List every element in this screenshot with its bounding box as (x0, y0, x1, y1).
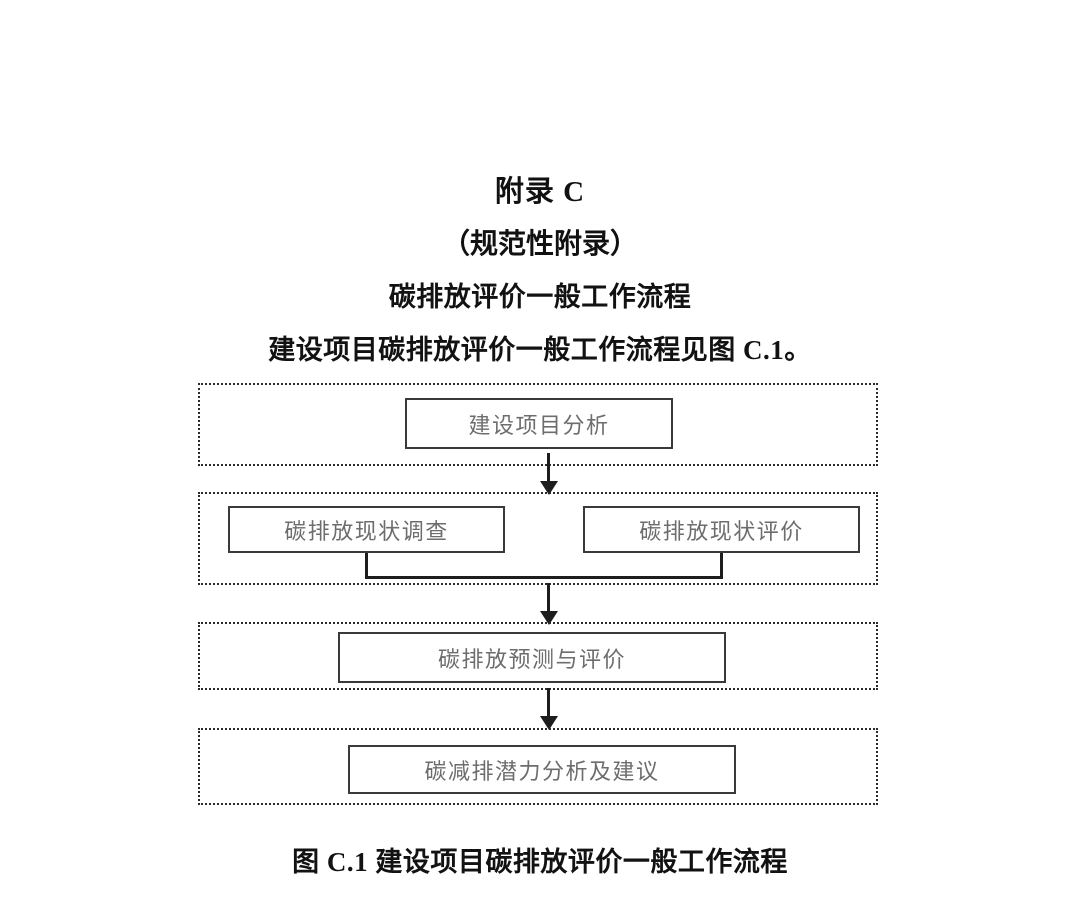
bracket-left-stem (365, 553, 368, 579)
flow-stage-4 (198, 728, 878, 805)
flow-node-emission-status-survey[interactable]: 碳排放现状调查 (228, 506, 505, 553)
appendix-subject-heading: 碳排放评价一般工作流程 (388, 282, 692, 312)
flowchart: 建设项目分析 碳排放现状调查 碳排放现状评价 碳排放预测与评价 碳减排潜力分析及… (198, 383, 878, 805)
flow-node-reduction-potential-suggestions[interactable]: 碳减排潜力分析及建议 (348, 745, 736, 794)
arrow-stage1-to-stage2-head (540, 481, 558, 495)
flow-node-project-analysis[interactable]: 建设项目分析 (405, 398, 673, 449)
bracket-horizontal-bar (365, 576, 723, 579)
appendix-kind-label: （规范性附录） (441, 229, 638, 260)
arrow-stage1-to-stage2-shaft (547, 453, 550, 483)
appendix-title: 附录 C (494, 176, 586, 208)
flow-stage-2 (198, 492, 878, 585)
arrow-stage3-to-stage4-head (540, 716, 558, 730)
figure-caption: 图 C.1 建设项目碳排放评价一般工作流程 (292, 847, 788, 877)
intro-paragraph: 建设项目碳排放评价一般工作流程见图 C.1。 (268, 335, 812, 365)
arrow-stage2-to-stage3-head (540, 611, 558, 625)
flow-stage-1 (198, 383, 878, 466)
flow-stage-3 (198, 622, 878, 690)
flow-node-emission-status-evaluation[interactable]: 碳排放现状评价 (583, 506, 860, 553)
bracket-right-stem (720, 553, 723, 579)
flow-node-emission-forecast-evaluation[interactable]: 碳排放预测与评价 (338, 632, 726, 683)
arrow-stage3-to-stage4-shaft (547, 688, 550, 718)
arrow-stage2-to-stage3-shaft (547, 583, 550, 613)
